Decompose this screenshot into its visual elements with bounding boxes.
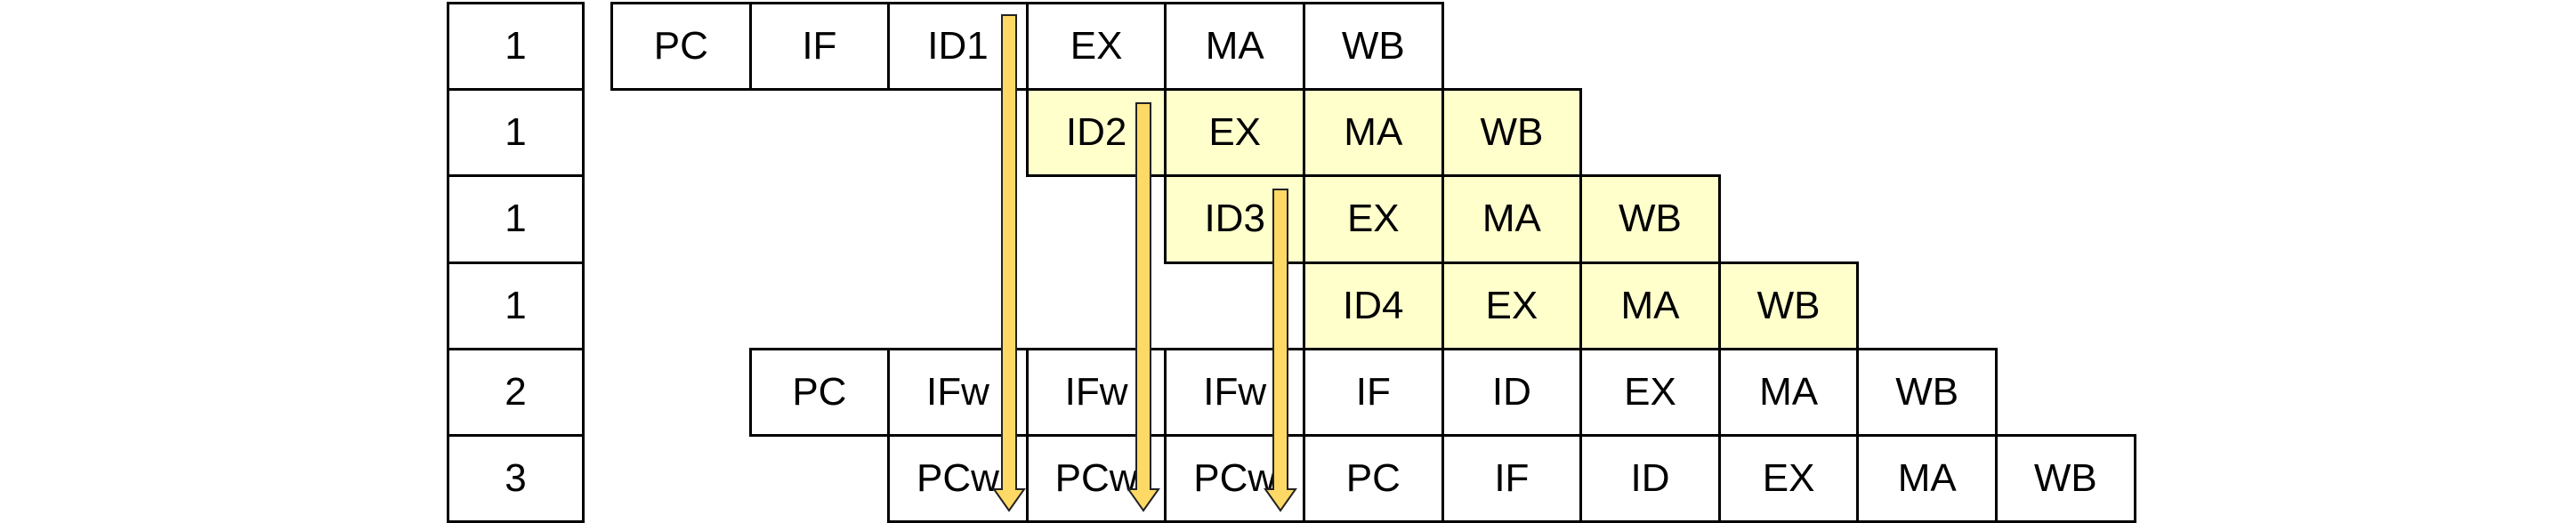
stage-cell-ex: EX xyxy=(1025,2,1167,92)
stage-cell-ex: EX xyxy=(1164,88,1305,178)
stage-cell-ifw: IFw xyxy=(1164,347,1305,437)
row-label: 1 xyxy=(447,88,585,178)
stage-cell-pc: PC xyxy=(748,347,891,437)
stage-cell-ma: MA xyxy=(1303,88,1444,178)
stage-cell-wb: WB xyxy=(1579,174,1721,264)
stage-cell-wb: WB xyxy=(1995,434,2136,523)
row-label: 3 xyxy=(447,434,585,523)
stage-cell-pc: PC xyxy=(1303,434,1444,523)
stage-cell-wb: WB xyxy=(1856,347,1998,437)
stage-cell-if: IF xyxy=(748,2,891,92)
stage-cell-ma: MA xyxy=(1164,2,1305,92)
stage-cell-ex: EX xyxy=(1303,174,1444,264)
stage-cell-id2: ID2 xyxy=(1025,88,1167,178)
stage-cell-id1: ID1 xyxy=(887,2,1029,92)
stage-cell-ifw: IFw xyxy=(887,347,1029,437)
stage-cell-wb: WB xyxy=(1441,88,1583,178)
stage-cell-if: IF xyxy=(1441,434,1583,523)
stage-cell-ex: EX xyxy=(1441,261,1583,350)
stage-cell-id4: ID4 xyxy=(1303,261,1444,350)
stage-cell-ma: MA xyxy=(1717,347,1860,437)
stage-cell-ma: MA xyxy=(1441,174,1583,264)
stage-cell-ma: MA xyxy=(1856,434,1998,523)
stage-cell-ma: MA xyxy=(1579,261,1721,350)
stage-cell-ex: EX xyxy=(1717,434,1860,523)
stage-cell-pcw: PCw xyxy=(1025,434,1167,523)
stage-cell-wb: WB xyxy=(1303,2,1444,92)
stage-cell-id3: ID3 xyxy=(1164,174,1305,264)
stage-cell-ifw: IFw xyxy=(1025,347,1167,437)
stage-cell-pc: PC xyxy=(610,2,752,92)
row-label: 1 xyxy=(447,2,585,92)
stage-cell-pcw: PCw xyxy=(1164,434,1305,523)
stage-cell-id: ID xyxy=(1441,347,1583,437)
row-label: 2 xyxy=(447,347,585,437)
stage-cell-wb: WB xyxy=(1717,261,1860,350)
stage-cell-pcw: PCw xyxy=(887,434,1029,523)
stage-cell-if: IF xyxy=(1303,347,1444,437)
row-label: 1 xyxy=(447,174,585,264)
stage-cell-ex: EX xyxy=(1579,347,1721,437)
row-label: 1 xyxy=(447,261,585,350)
stage-cell-id: ID xyxy=(1579,434,1721,523)
